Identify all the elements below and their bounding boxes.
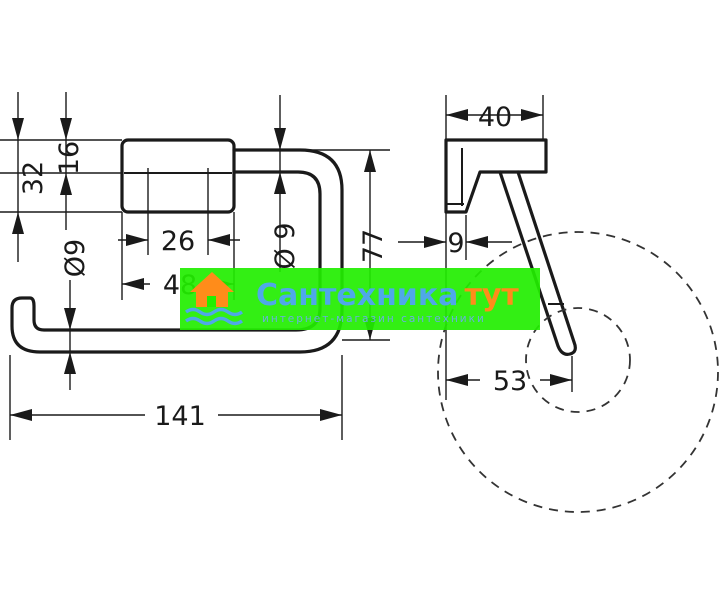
dim-height-upper: 16 (54, 141, 85, 175)
mount-block (120, 138, 236, 214)
dim-depth: 40 (478, 102, 512, 133)
dim-height-total: 32 (18, 161, 49, 195)
side-arm (498, 170, 577, 356)
side-view: 40 9 53 (398, 95, 719, 513)
dim-spacing: 26 (161, 226, 195, 257)
dim-bar-dia: Ø 9 (270, 222, 301, 269)
dim-plate: 9 (447, 228, 464, 259)
dim-length: 141 (154, 401, 206, 432)
watermark-bar (180, 268, 540, 330)
front-view: 32 16 Ø9 26 Ø 9 48 77 141 (0, 92, 390, 440)
dim-height-right: 77 (358, 229, 389, 263)
paper-roll-core (525, 307, 631, 413)
dim-dia-left: Ø9 (60, 239, 91, 277)
paper-roll-outer (437, 231, 719, 513)
house-logo-icon (184, 272, 244, 326)
dim-offset: 53 (493, 366, 527, 397)
watermark-subtitle: интернет-магазин сантехники (262, 313, 486, 325)
